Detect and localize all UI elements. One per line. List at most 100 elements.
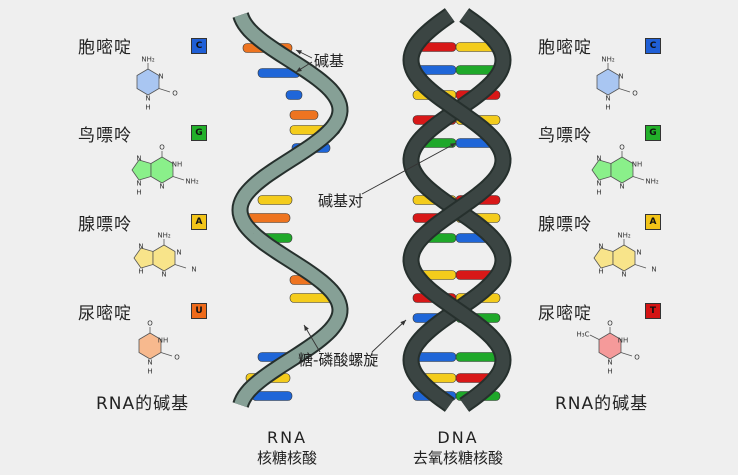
- atom-label: H: [147, 368, 152, 376]
- dna-label: DNA: [437, 428, 479, 447]
- bond-line: [632, 176, 645, 181]
- atom-label: NH: [158, 337, 169, 345]
- arrow-head: [450, 143, 456, 148]
- ring-shape: [596, 68, 620, 96]
- atom-label: N: [618, 73, 623, 81]
- annotation-bases: 碱基: [314, 52, 345, 70]
- rna-label: RNA: [266, 428, 308, 447]
- atom-label: NH₂: [617, 232, 631, 240]
- badge-g: G: [191, 125, 207, 141]
- atom-label: H: [596, 189, 601, 197]
- badge-u: U: [191, 303, 207, 319]
- atom-label: NH: [632, 161, 643, 169]
- bond-line: [620, 352, 633, 357]
- atom-label: H: [598, 268, 603, 276]
- atom-label: NH: [172, 161, 183, 169]
- atom-label: O: [174, 354, 180, 362]
- atom-label: H: [145, 104, 150, 112]
- rna-backbone: [233, 12, 347, 408]
- arrow-head: [304, 325, 309, 331]
- atom-label: NH: [618, 337, 629, 345]
- rna-base-A: [257, 195, 293, 205]
- ring-shape: [612, 244, 636, 272]
- base-name-adenine: 腺嘌呤: [78, 215, 132, 235]
- atom-label: NH₂: [141, 56, 155, 64]
- ring-shape: [133, 247, 154, 269]
- rna-base-C: [285, 90, 303, 100]
- bond-line: [160, 352, 173, 357]
- rna-sublabel: 核糖核酸: [256, 449, 317, 467]
- base-name-cytosine: 胞嘧啶: [538, 38, 592, 58]
- atom-label: N: [161, 271, 166, 279]
- atom-label: N: [191, 266, 196, 274]
- ring-shape: [152, 244, 176, 272]
- badge-c: C: [645, 38, 661, 54]
- atom-label: O: [172, 90, 178, 98]
- rna-base-U: [289, 110, 319, 120]
- base-name-uracil: 尿嘧啶: [538, 304, 592, 324]
- atom-label: N: [607, 359, 612, 367]
- atom-label: N: [158, 73, 163, 81]
- atom-label: N: [598, 243, 603, 251]
- pointer-line: [371, 319, 407, 353]
- badge-a: A: [645, 214, 661, 230]
- atom-label: NH₂: [185, 178, 199, 186]
- annotation-base-pair: 碱基对: [318, 192, 364, 210]
- atom-label: N: [145, 95, 150, 103]
- bond-line: [174, 264, 187, 269]
- badge-t: T: [645, 303, 661, 319]
- bond-line: [618, 88, 631, 93]
- ring-shape: [138, 332, 162, 360]
- atom-label: H: [605, 104, 610, 112]
- atom-label: N: [596, 155, 601, 163]
- atom-label: N: [136, 180, 141, 188]
- atom-label: N: [605, 95, 610, 103]
- annotation-backbone: 糖-磷酸螺旋: [298, 351, 379, 369]
- atom-label: N: [147, 359, 152, 367]
- atom-label: N: [159, 183, 164, 191]
- bond-line: [634, 264, 647, 269]
- atom-label: N: [621, 271, 626, 279]
- arrow-head: [296, 50, 302, 55]
- arrow-head: [400, 320, 406, 326]
- atom-label: H: [136, 189, 141, 197]
- atom-label: N: [136, 155, 141, 163]
- molecule-structure: O NH O NH: [138, 320, 180, 376]
- ring-shape: [150, 156, 174, 184]
- atom-label: N: [176, 249, 181, 257]
- molecule-structure: O NH O NH H₃C: [577, 320, 641, 376]
- bond-line: [172, 176, 185, 181]
- atom-label: O: [607, 320, 613, 328]
- ring-shape: [593, 247, 614, 269]
- atom-label: NH₂: [157, 232, 171, 240]
- base-name-guanine: 鸟嘌呤: [538, 126, 592, 146]
- atom-label: O: [634, 354, 640, 362]
- ring-shape: [610, 156, 634, 184]
- atom-label: O: [147, 320, 153, 328]
- atom-label: NH₂: [601, 56, 615, 64]
- atom-label: N: [651, 266, 656, 274]
- molecule-structure: NH₂ N N N N H: [593, 232, 657, 279]
- atom-label: H: [607, 368, 612, 376]
- atom-label: N: [636, 249, 641, 257]
- atom-label: N: [619, 183, 624, 191]
- panel-title: RNA的碱基: [96, 394, 190, 414]
- base-name-uracil: 尿嘧啶: [78, 304, 132, 324]
- base-name-guanine: 鸟嘌呤: [78, 126, 132, 146]
- atom-label: O: [159, 144, 165, 152]
- dna-backbone-strand-2: [404, 9, 510, 411]
- atom-label: O: [619, 144, 625, 152]
- ring-shape: [591, 159, 612, 181]
- atom-label: H₃C: [577, 331, 590, 339]
- base-name-adenine: 腺嘌呤: [538, 215, 592, 235]
- ring-shape: [131, 159, 152, 181]
- atom-label: O: [632, 90, 638, 98]
- panel-title: RNA的碱基: [555, 394, 649, 414]
- atom-label: H: [138, 268, 143, 276]
